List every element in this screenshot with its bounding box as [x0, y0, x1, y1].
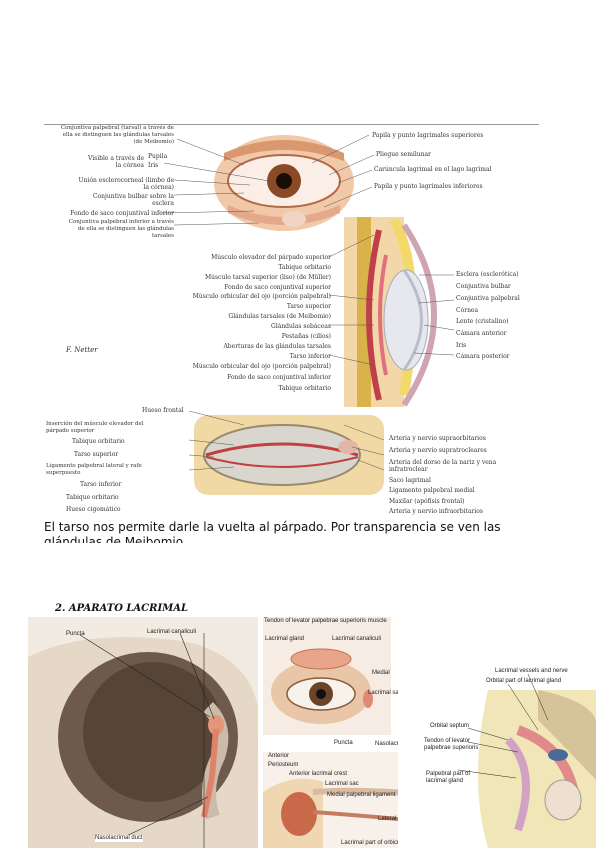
label-section-r1: Conjuntiva bulbar: [456, 283, 511, 290]
label-orbit-r0: Arteria y nervio supraorbitarios: [389, 435, 486, 442]
eye-label-tendon: Tendon of levator palpebrae superioris m…: [264, 618, 387, 624]
label-orbit-l0: Hueso frontal: [142, 407, 184, 414]
label-section-l2: Músculo tarsal superior (liso) (de Mülle…: [205, 274, 331, 281]
label-section-l10: Tarso inferior: [289, 353, 331, 360]
label-orbit-r4: Ligamento palpebral medial: [389, 487, 475, 494]
sagittal-label-palpebral: Palpebral part of lacrimal gland: [426, 771, 471, 784]
eye-label-sac: Lacrimal sac: [368, 690, 402, 696]
sagittal-lacrimal-illustration: [398, 660, 596, 848]
label-section-r2: Conjuntiva palpebral: [456, 295, 520, 302]
label-visible-cornea: Visible a través de la córnea: [87, 155, 144, 169]
label-section-l6: Glándulas tarsales (de Meibomio): [228, 313, 331, 320]
label-section-l11: Músculo orbicular del ojo (porción palpe…: [192, 363, 331, 370]
detail-label-ligament: Medial palpebral ligament: [327, 792, 396, 798]
eye-label-puncta: Puncta: [334, 740, 353, 746]
label-orbit-l6: Tabique orbitario: [66, 494, 119, 501]
skull-label-nasolacrimal: Nasolacrimal duct: [95, 835, 143, 842]
label-orbit-r2: Arteria del dorso de la nariz y vena inf…: [389, 459, 497, 473]
label-section-l8: Pestañas (cilios): [281, 333, 331, 340]
label-conjuntiva-palpebral: Conjuntiva palpebral (tarsal) a través d…: [60, 125, 174, 145]
eye-label-gland: Lacrimal gland: [265, 636, 305, 642]
label-section-l1: Tabique orbitario: [278, 264, 331, 271]
label-orbit-r1: Arteria y nervio supratrocleares: [389, 447, 487, 454]
label-orbit-l7: Hueso cigomático: [66, 506, 121, 513]
skull-label-canaliculi: Lacrimal canaliculi: [147, 629, 197, 635]
eye-label-medial: Medial: [372, 670, 390, 676]
sagittal-label-orbital-part: Orbital part of lacrimal gland: [486, 678, 562, 684]
label-section-l5: Tarso superior: [286, 303, 331, 310]
label-section-r5: Cámara anterior: [456, 330, 507, 337]
detail-label-periosteum: Periosteum: [268, 762, 299, 768]
label-orbit-l5: Tarso inferior: [80, 481, 122, 488]
detail-label-anterior: Anterior: [268, 753, 290, 759]
label-caruncula: Carúncula lagrimal en el lago lagrimal: [374, 166, 492, 173]
label-section-l13: Tabique orbitario: [278, 385, 331, 392]
label-orbit-l2: Tabique orbitario: [72, 438, 125, 445]
label-union-esclerocorneal: Unión esclerocorneal (limbo de la córnea…: [78, 177, 174, 191]
label-orbit-l1: Inserción del músculo elevador del párpa…: [46, 421, 144, 434]
sagittal-label-vessels: Lacrimal vessels and nerve: [495, 668, 568, 674]
label-orbit-r3: Saco lagrimal: [389, 477, 431, 484]
label-section-r0: Esclera (esclerótica): [456, 271, 519, 278]
detail-label-lateral: Lateral: [378, 816, 397, 822]
figure-caption: El tarso nos permite darle la vuelta al …: [44, 520, 501, 543]
label-iris: Iris: [148, 162, 159, 169]
label-papila-inferior: Papila y punto lagrimales inferiores: [374, 183, 483, 190]
label-section-l0: Músculo elevador del párpado superior: [211, 254, 331, 261]
label-section-l12: Fondo de saco conjuntival inferior: [227, 374, 331, 381]
label-conjuntiva-bulbar: Conjuntiva bulbar sobre la esclera: [92, 193, 174, 207]
sagittal-label-septum: Orbital septum: [430, 723, 470, 729]
label-section-l3: Fondo de saco conjuntival superior: [224, 284, 331, 291]
label-section-r7: Cámara posterior: [456, 353, 510, 360]
detail-label-crest: Anterior lacrimal crest: [289, 771, 348, 777]
skull-label-puncta: Puncta: [66, 631, 85, 637]
detail-label-orbicularis: Lacrimal part of orbicularis oculi: [341, 840, 426, 846]
skull-illustration: [28, 617, 258, 848]
eye-label-canaliculi: Lacrimal canaliculi: [332, 636, 382, 642]
label-section-r4: Lente (cristalino): [456, 318, 509, 325]
label-orbit-l4: Ligamento palpebral lateral y rafe super…: [46, 463, 142, 476]
label-fondo-saco-inferior: Fondo de saco conjuntival inferior: [70, 210, 174, 217]
eyelid-anatomy-figure: Conjuntiva palpebral (tarsal) a través d…: [44, 124, 539, 497]
label-section-l7: Glándulas sebáceas: [271, 323, 331, 330]
label-pliegue-semilunar: Pliegue semilunar: [376, 151, 431, 158]
label-pupila: Pupila: [148, 153, 168, 160]
label-section-l4: Músculo orbicular del ojo (porción palpe…: [192, 293, 331, 300]
label-conjuntiva-palpebral-inferior: Conjuntiva palpebral inferior a través d…: [68, 219, 174, 239]
signature: F. Netter: [66, 346, 98, 354]
label-papila-superior: Papila y punto lagrimales superiores: [372, 132, 484, 139]
label-orbit-r6: Arteria y nervio infraorbitarios: [389, 508, 483, 515]
label-orbit-r5: Maxilar (apófisis frontal): [389, 498, 465, 505]
sagittal-label-tendon: Tendon of levator palpebrae superioris: [424, 738, 479, 751]
label-section-r3: Córnea: [456, 307, 479, 314]
label-section-l9: Aberturas de las glándulas tarsales: [223, 343, 331, 350]
eye-front-illustration: [263, 617, 391, 735]
eyelid-illustration: [161, 134, 455, 495]
detail-label-sac: Lacrimal sac: [325, 781, 359, 787]
label-orbit-l3: Tarso superior: [74, 451, 119, 458]
section-title: 2. APARATO LACRIMAL: [55, 603, 188, 614]
label-section-r6: Iris: [456, 342, 467, 349]
